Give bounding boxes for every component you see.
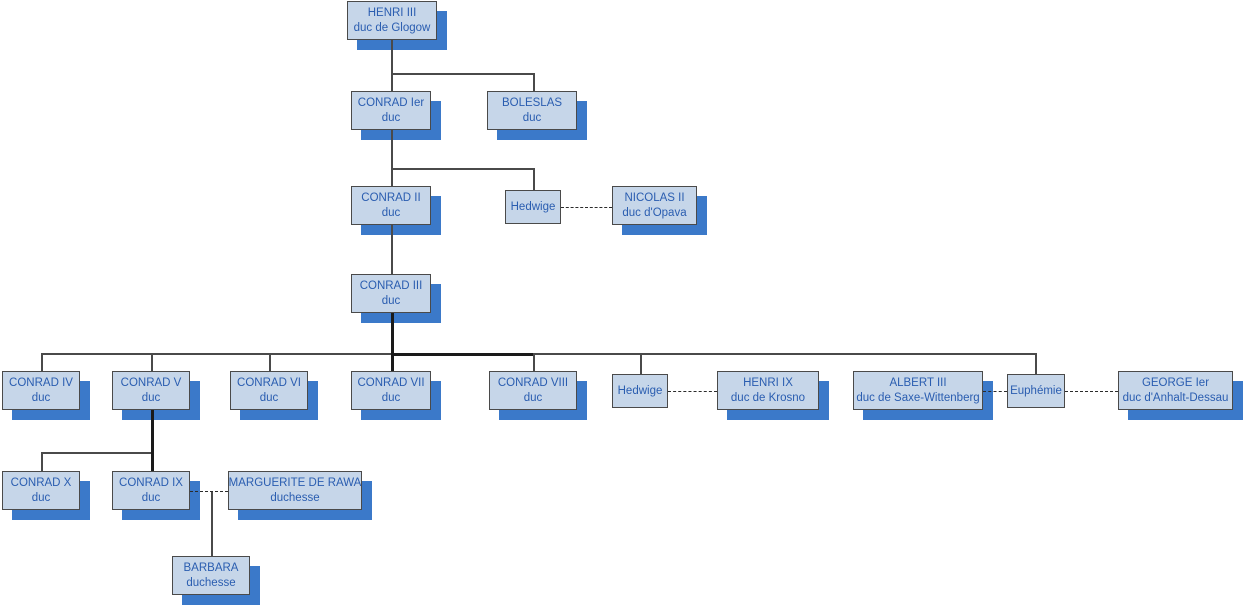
node-title: duc bbox=[259, 391, 279, 404]
node-albert3[interactable]: ALBERT III duc de Saxe-Wittenberg bbox=[853, 371, 983, 410]
node-conrad7[interactable]: CONRAD VII duc bbox=[351, 371, 431, 410]
connector-children-bar-left bbox=[41, 353, 391, 355]
marriage-link-euphemie-george1 bbox=[1065, 391, 1118, 392]
node-title: duc bbox=[381, 206, 401, 219]
node-henri3[interactable]: HENRI III duc de Glogow bbox=[347, 1, 437, 40]
node-name: NICOLAS II bbox=[624, 191, 685, 204]
node-marguerite[interactable]: MARGUERITE DE RAWA duchesse bbox=[228, 471, 362, 510]
connector-conrad8-stub bbox=[533, 353, 535, 371]
connector-hedwige2-stub bbox=[640, 353, 642, 374]
node-name: CONRAD IX bbox=[119, 476, 183, 489]
connector-conrad1-spouse-bar bbox=[391, 168, 533, 170]
node-name: CONRAD Ier bbox=[357, 96, 425, 109]
connector-barbara-drop bbox=[211, 491, 213, 556]
connector-children-bar-right bbox=[533, 353, 1035, 355]
connector-conrad3-drop bbox=[391, 313, 394, 354]
node-name: ALBERT III bbox=[889, 376, 947, 389]
connector-conrad1-drop bbox=[391, 130, 393, 186]
node-conrad10[interactable]: CONRAD X duc bbox=[2, 471, 80, 510]
marriage-link-hedwige1-nicolas2 bbox=[561, 207, 612, 208]
connector-hedwige1-stub bbox=[533, 168, 535, 190]
node-title: duc bbox=[522, 111, 542, 124]
connector-conrad2-drop bbox=[391, 225, 393, 274]
node-title: duchesse bbox=[186, 576, 236, 589]
node-conrad9[interactable]: CONRAD IX duc bbox=[112, 471, 190, 510]
node-title: duc d'Anhalt-Dessau bbox=[1122, 391, 1229, 404]
node-title: duc d'Opava bbox=[622, 206, 687, 219]
connector-children-bar-mid bbox=[391, 353, 533, 356]
marriage-link-conrad9-marguerite bbox=[190, 491, 228, 492]
connector-conrad4-stub bbox=[41, 353, 43, 371]
node-name: CONRAD IV bbox=[9, 376, 73, 389]
connector-conrad10-stub bbox=[41, 452, 43, 471]
node-title: duc bbox=[381, 294, 401, 307]
node-title: duc de Saxe-Wittenberg bbox=[856, 391, 980, 404]
node-henri9[interactable]: HENRI IX duc de Krosno bbox=[717, 371, 819, 410]
connector-euphemie-stub bbox=[1035, 353, 1037, 374]
node-title: duc bbox=[381, 111, 401, 124]
marriage-link-albert3-euphemie bbox=[983, 391, 1007, 392]
node-name: HENRI IX bbox=[743, 376, 793, 389]
node-title: duc bbox=[523, 391, 543, 404]
connector-conrad5-stub bbox=[151, 353, 153, 371]
connector-conrad5-children-bar bbox=[41, 452, 152, 454]
node-nicolas2[interactable]: NICOLAS II duc d'Opava bbox=[612, 186, 697, 225]
node-barbara[interactable]: BARBARA duchesse bbox=[172, 556, 250, 595]
node-name: GEORGE Ier bbox=[1141, 376, 1210, 389]
connector-henri3-drop bbox=[391, 40, 393, 73]
node-title: duc bbox=[141, 491, 161, 504]
node-conrad5[interactable]: CONRAD V duc bbox=[112, 371, 190, 410]
node-conrad4[interactable]: CONRAD IV duc bbox=[2, 371, 80, 410]
connector-conrad6-stub bbox=[269, 353, 271, 371]
node-hedwige1[interactable]: Hedwige bbox=[505, 190, 561, 224]
node-george1[interactable]: GEORGE Ier duc d'Anhalt-Dessau bbox=[1118, 371, 1233, 410]
node-name: Euphémie bbox=[1010, 384, 1062, 397]
node-name: CONRAD X bbox=[10, 476, 72, 489]
node-title: duc bbox=[31, 391, 51, 404]
connector-henri3-bar bbox=[391, 73, 533, 75]
node-conrad8[interactable]: CONRAD VIII duc bbox=[489, 371, 577, 410]
node-hedwige2[interactable]: Hedwige bbox=[612, 374, 668, 408]
node-title: duchesse bbox=[270, 491, 320, 504]
connector-conrad9-stub bbox=[151, 452, 154, 471]
node-title: duc de Glogow bbox=[353, 21, 431, 34]
node-name: HENRI III bbox=[367, 6, 417, 19]
connector-boleslas-stub bbox=[533, 73, 535, 91]
connector-conrad7-stub bbox=[391, 353, 394, 371]
connector-conrad1-stub bbox=[391, 73, 393, 91]
node-name: CONRAD VII bbox=[357, 376, 425, 389]
node-name: Hedwige bbox=[617, 384, 663, 397]
node-title: duc bbox=[381, 391, 401, 404]
node-name: CONRAD V bbox=[120, 376, 182, 389]
node-title: duc bbox=[141, 391, 161, 404]
node-boleslas[interactable]: BOLESLAS duc bbox=[487, 91, 577, 130]
node-conrad1[interactable]: CONRAD Ier duc bbox=[351, 91, 431, 130]
node-euphemie[interactable]: Euphémie bbox=[1007, 374, 1065, 408]
node-title: duc de Krosno bbox=[730, 391, 806, 404]
node-name: BARBARA bbox=[183, 561, 239, 574]
node-name: CONRAD III bbox=[359, 279, 423, 292]
node-name: CONRAD VIII bbox=[497, 376, 569, 389]
node-name: CONRAD VI bbox=[237, 376, 301, 389]
node-conrad6[interactable]: CONRAD VI duc bbox=[230, 371, 308, 410]
node-name: Hedwige bbox=[510, 200, 556, 213]
node-conrad3[interactable]: CONRAD III duc bbox=[351, 274, 431, 313]
node-conrad2[interactable]: CONRAD II duc bbox=[351, 186, 431, 225]
node-name: BOLESLAS bbox=[501, 96, 563, 109]
node-name: CONRAD II bbox=[361, 191, 421, 204]
node-name: MARGUERITE DE RAWA bbox=[228, 476, 362, 489]
connector-conrad5-drop bbox=[151, 410, 154, 452]
node-title: duc bbox=[31, 491, 51, 504]
marriage-link-hedwige2-henri9 bbox=[668, 391, 717, 392]
